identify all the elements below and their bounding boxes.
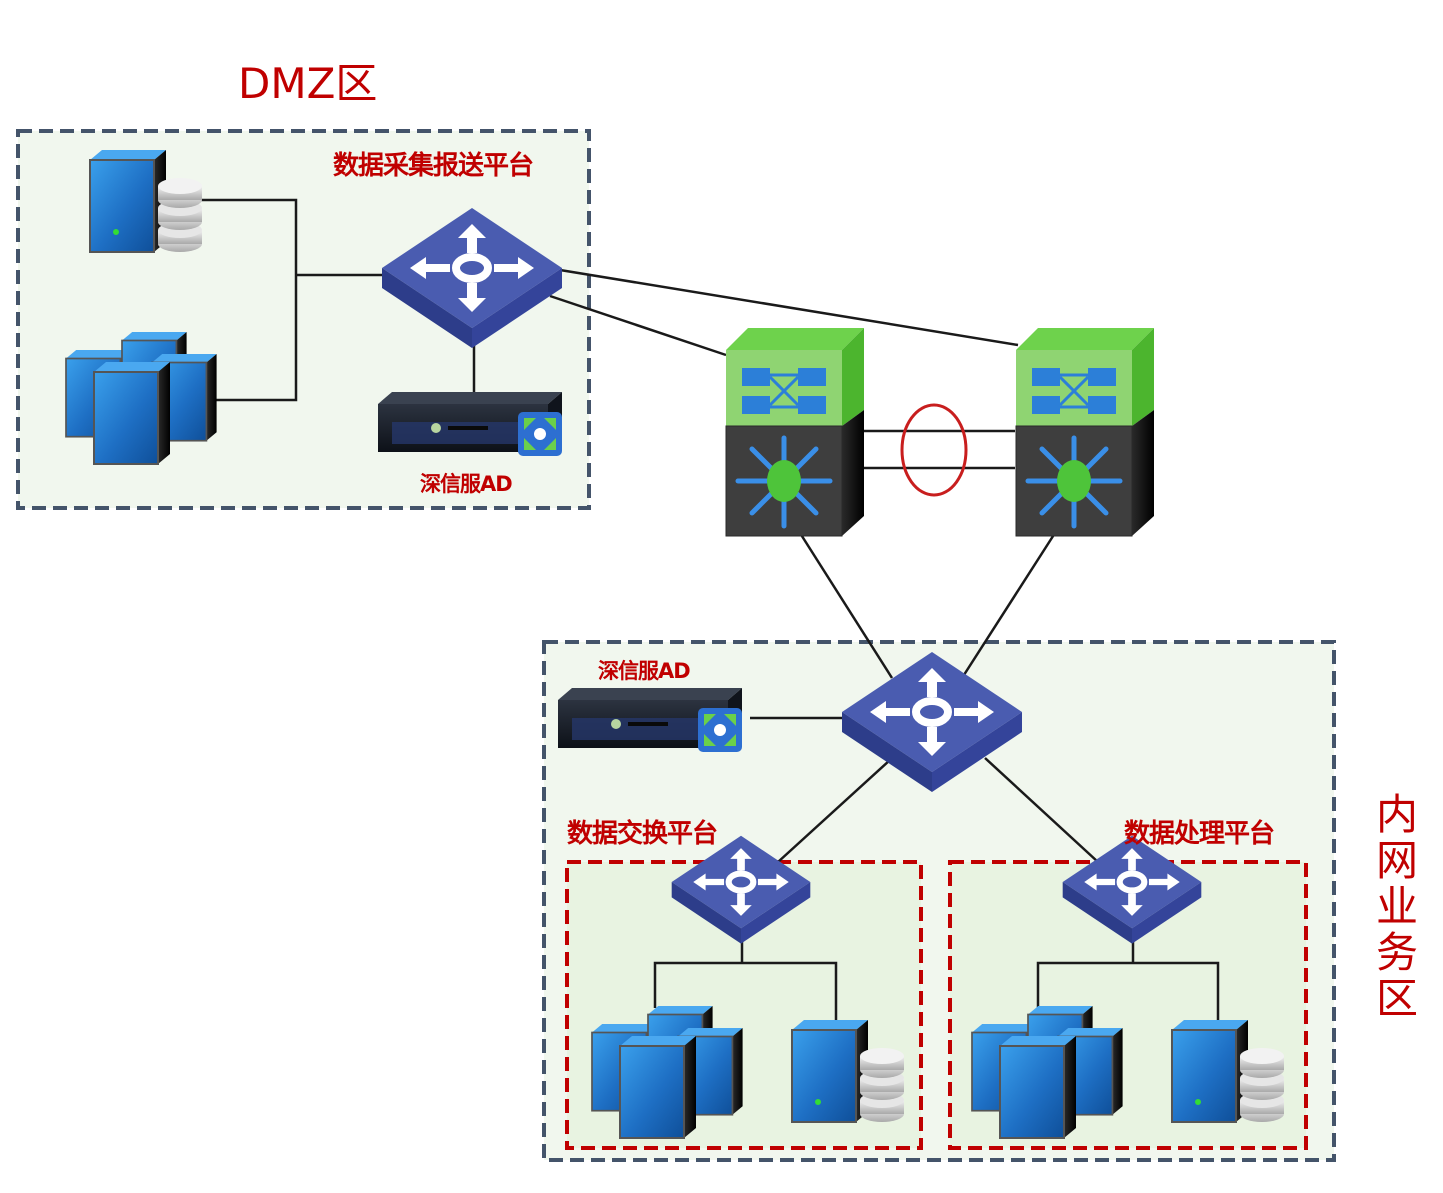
dmz-ad-label: 深信服AD (420, 472, 513, 496)
exchange-platform-label: 数据交换平台 (567, 819, 718, 849)
link-core-left-to-intranet-switch (798, 532, 894, 679)
dmz-zone-title: DMZ区 (238, 59, 378, 108)
link-db-server-dmz (172, 198, 298, 402)
collection-platform-label: 数据采集报送平台 (333, 151, 534, 181)
processing-platform-label: 数据处理平台 (1124, 819, 1275, 849)
core-switch-right-icon[interactable] (1016, 328, 1154, 536)
intranet-sangfor-ad-appliance-icon[interactable] (558, 688, 742, 752)
link-processing-switch-to-servers (1036, 961, 1220, 1020)
intranet-zone-title: 内网业务区 (1375, 790, 1418, 1023)
intranet-ad-label: 深信服AD (598, 659, 691, 683)
dmz-sangfor-ad-appliance-icon[interactable] (378, 392, 562, 456)
link-dmz-switch-to-core-left (549, 294, 727, 357)
link-core-right-to-intranet-switch (960, 532, 1057, 679)
link-dmz-switch-to-core-right (559, 268, 1019, 347)
link-exchange-switch-to-servers (653, 961, 838, 1020)
network-links (172, 198, 1220, 1020)
core-switch-left-icon[interactable] (726, 328, 864, 536)
link-aggregation-ellipse (900, 403, 968, 497)
link-intranet-switch-to-processing (984, 757, 1099, 863)
link-intranet-switch-to-exchange (777, 759, 891, 863)
